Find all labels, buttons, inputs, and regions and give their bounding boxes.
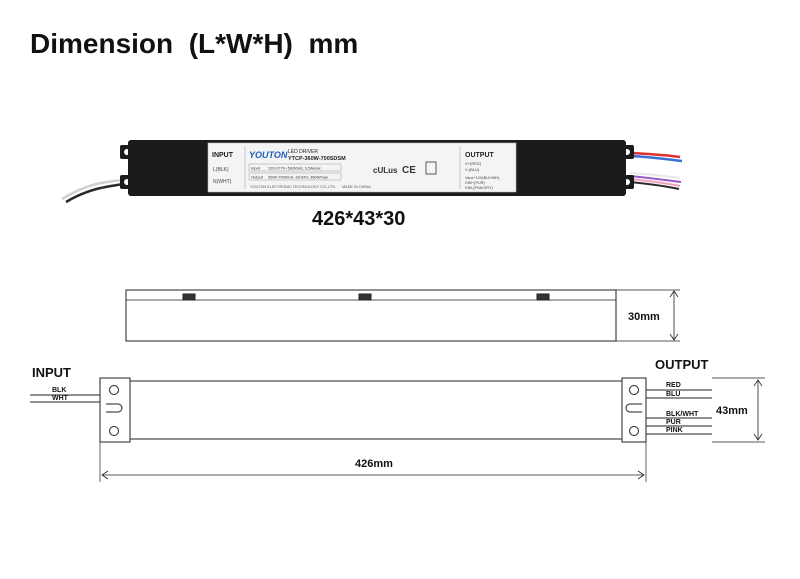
input-wire-label-blk: BLK bbox=[52, 387, 66, 394]
output-wire-blue bbox=[629, 154, 683, 163]
top-input-heading: INPUT bbox=[32, 365, 71, 380]
input-wire-black bbox=[65, 182, 125, 204]
output-wire-red bbox=[629, 151, 681, 159]
input-wire-white bbox=[61, 178, 125, 201]
ul-mark: cULus bbox=[373, 166, 398, 175]
label-model: YTCP-360W-700SDSM bbox=[288, 156, 346, 162]
top-view bbox=[30, 377, 765, 482]
label-input-row-val: 120-277V~50/60Hz, 3.5Amax bbox=[268, 166, 321, 171]
label-out-red: V+(RED) bbox=[465, 161, 482, 166]
label-out-dim1: Vaux+12V(BLK/WH) bbox=[465, 176, 500, 180]
top-view-body bbox=[119, 380, 633, 440]
top-length-label: 426mm bbox=[355, 458, 393, 470]
label-made-in: MADE IN CHINA bbox=[342, 185, 371, 189]
ce-mark: CE bbox=[402, 165, 416, 176]
side-height-label: 30mm bbox=[628, 311, 660, 323]
output-wire-label-pink: PINK bbox=[666, 427, 683, 434]
output-wire-white bbox=[629, 172, 681, 179]
label-out-dim2: DIM+(PUR) bbox=[465, 181, 485, 185]
class-mark-icon bbox=[425, 161, 437, 175]
top-width-label: 43mm bbox=[716, 405, 748, 417]
label-input-row-key: Input bbox=[251, 166, 261, 171]
input-wire-label-wht: WHT bbox=[52, 395, 69, 402]
label-input-blk: L(BLK) bbox=[213, 167, 229, 173]
output-wire-label-red: RED bbox=[666, 382, 681, 389]
output-wire-label-blu: BLU bbox=[666, 391, 680, 398]
output-wire-label-blkwht: BLK/WHT bbox=[666, 411, 699, 418]
label-company: YOUTON ELECTRONIC TECHNOLOGY CO.,LTD. bbox=[250, 185, 336, 189]
label-out-blu: V-(BLU) bbox=[465, 167, 480, 172]
driver-label bbox=[207, 142, 517, 193]
label-output-row-key: Output bbox=[251, 175, 264, 180]
side-view-body bbox=[125, 289, 617, 342]
top-output-heading: OUTPUT bbox=[655, 357, 709, 372]
label-out-dim3: DIM-(PNK/GRY) bbox=[465, 186, 494, 190]
label-input-heading: INPUT bbox=[212, 152, 234, 159]
output-wire-pink bbox=[629, 178, 681, 187]
label-product-line: LED DRIVER bbox=[288, 149, 318, 155]
output-wire-black bbox=[629, 181, 680, 190]
brand-logo: YOUTON bbox=[249, 150, 288, 160]
label-output-heading: OUTPUT bbox=[465, 152, 495, 159]
page-title: Dimension (L*W*H) mm bbox=[30, 28, 359, 59]
dimensions-caption: 426*43*30 bbox=[312, 208, 406, 230]
label-output-row-val: 3500-7000mA, 30-54V, 360Wmax bbox=[268, 175, 328, 180]
output-wire-label-pur: PUR bbox=[666, 419, 681, 426]
output-wire-purple bbox=[629, 175, 682, 183]
label-input-wht: N(WHT) bbox=[213, 179, 232, 185]
side-view bbox=[125, 289, 680, 342]
